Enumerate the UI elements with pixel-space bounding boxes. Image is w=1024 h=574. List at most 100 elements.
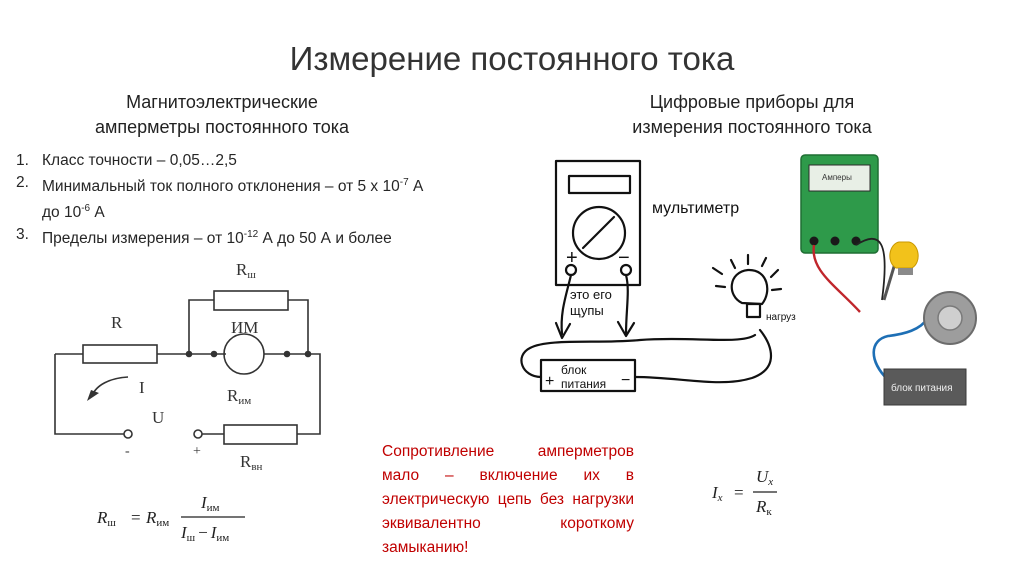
photo-terminal	[809, 236, 819, 246]
dial-pointer	[581, 215, 616, 250]
supply-plus: +	[545, 373, 554, 390]
photo-bulb-socket	[898, 268, 913, 275]
list-number: 2.	[16, 174, 29, 191]
bulb-ray	[729, 258, 737, 270]
bulb-ray	[770, 287, 783, 292]
load-label: R	[111, 313, 123, 332]
photo-ammeter-scale	[808, 164, 871, 192]
probe-arrow-left	[554, 321, 572, 340]
wire-right	[633, 328, 772, 384]
bulb-ray	[760, 256, 768, 268]
left-subtitle-line-2: амперметры постоянного тока	[94, 117, 350, 137]
wire	[54, 354, 124, 435]
load-resistor	[82, 344, 158, 364]
list-text: А до 50 А и более	[258, 230, 392, 248]
list-exponent: -6	[81, 203, 91, 215]
wire	[288, 299, 309, 354]
ix-lhs: Ix	[711, 483, 723, 504]
list-text: до 10	[42, 204, 82, 222]
ix-formula: Ix = Ux Rк	[711, 467, 777, 518]
list-text: Класс точности – 0,05…2,5	[42, 152, 237, 169]
multimeter-body	[554, 159, 642, 287]
list-text: Минимальный ток полного отклонения – от …	[42, 178, 400, 196]
photo-wire-red	[812, 244, 861, 313]
load-label: нагруз	[766, 312, 796, 323]
wire-left	[520, 333, 757, 379]
node-dot	[283, 350, 291, 358]
minus-sign: -	[125, 444, 130, 459]
photo-wire-blue	[872, 317, 930, 381]
photo-terminal	[830, 236, 840, 246]
multimeter-plus: +	[566, 247, 578, 269]
formula-lhs: Rш	[96, 508, 116, 529]
external-resistance-label: Rвн	[240, 452, 263, 473]
voltage-label: U	[152, 408, 164, 427]
ix-equals: =	[734, 483, 744, 502]
shunt-formula: Rш = Rим Iим Iш−Iим	[96, 493, 245, 544]
probes-label-1: это его	[570, 287, 612, 302]
photo-ammeter-label: Амперы	[822, 173, 852, 182]
right-subtitle-line-2: измерения постоянного тока	[632, 117, 872, 137]
node-dot	[304, 350, 312, 358]
external-resistor	[223, 424, 298, 445]
list-text: А	[408, 178, 424, 196]
node-dot	[210, 350, 218, 358]
bulb-ray	[714, 284, 727, 289]
multimeter-minus: −	[618, 247, 630, 269]
list-number: 1.	[16, 152, 29, 169]
terminal-plus	[193, 429, 203, 439]
list-item: 2. Минимальный ток полного отклонения – …	[12, 172, 512, 224]
list-exponent: -12	[243, 229, 259, 241]
node-dot	[185, 350, 193, 358]
list-exponent: -7	[399, 177, 409, 188]
probe-wire-right	[624, 273, 629, 336]
photo-coil-center	[937, 305, 963, 331]
list-text: Пределы измерения – от 10	[42, 230, 244, 248]
shunt-resistor	[213, 290, 289, 311]
right-subtitle-line-1: Цифровые приборы для	[649, 92, 855, 112]
list-item: 3. Пределы измерения – от 10-12 А до 50 …	[12, 224, 512, 250]
photo-supply	[883, 368, 967, 406]
multimeter-dial	[571, 205, 627, 261]
left-subtitle: Магнитоэлектрические амперметры постоянн…	[92, 90, 352, 140]
current-arrowhead	[87, 390, 99, 401]
supply-label-2: питания	[561, 377, 606, 391]
multimeter-display	[567, 174, 632, 195]
ix-denominator: Rк	[755, 497, 772, 518]
formula-equals: =	[131, 508, 141, 527]
wire	[188, 299, 214, 354]
left-subtitle-line-1: Магнитоэлектрические	[126, 92, 318, 112]
list-item: 1. Класс точности – 0,05…2,5	[12, 150, 512, 172]
photo-illustration: Амперы блок питания	[800, 154, 977, 406]
shunt-label: Rш	[236, 260, 256, 281]
supply-minus: −	[621, 372, 630, 389]
photo-bulb	[889, 241, 919, 269]
supply-label-1: блок	[561, 363, 587, 377]
bulb-ray	[711, 266, 724, 276]
list-text: А	[90, 204, 105, 222]
bulb-ray	[769, 268, 780, 279]
spec-list: 1. Класс точности – 0,05…2,5 2. Минималь…	[12, 150, 512, 250]
list-number: 3.	[16, 226, 29, 244]
current-label: I	[139, 378, 145, 397]
warning-note: Сопротивление амперметров мало – включен…	[382, 443, 634, 556]
probes-label-2: щупы	[570, 303, 604, 318]
supply-block	[539, 358, 637, 393]
ix-numerator: Ux	[756, 467, 773, 488]
meter-circle	[223, 333, 265, 375]
photo-wire-black	[855, 237, 886, 301]
formula-r: Rим	[145, 508, 169, 529]
formula-denominator: Iш−Iим	[180, 523, 229, 544]
page-title: Измерение постоянного тока	[289, 40, 735, 77]
probe-wire-left	[560, 273, 573, 336]
right-subtitle: Цифровые приборы для измерения постоянно…	[612, 90, 892, 140]
meter-resistance-label: Rим	[227, 386, 251, 407]
multimeter-sketch	[520, 159, 783, 393]
bulb-glass	[730, 268, 769, 306]
bulb-base	[745, 302, 762, 319]
photo-supply-label: блок питания	[891, 382, 953, 394]
wire	[297, 353, 321, 435]
plus-sign: +	[193, 444, 201, 459]
probe-arrow-right	[616, 320, 636, 338]
